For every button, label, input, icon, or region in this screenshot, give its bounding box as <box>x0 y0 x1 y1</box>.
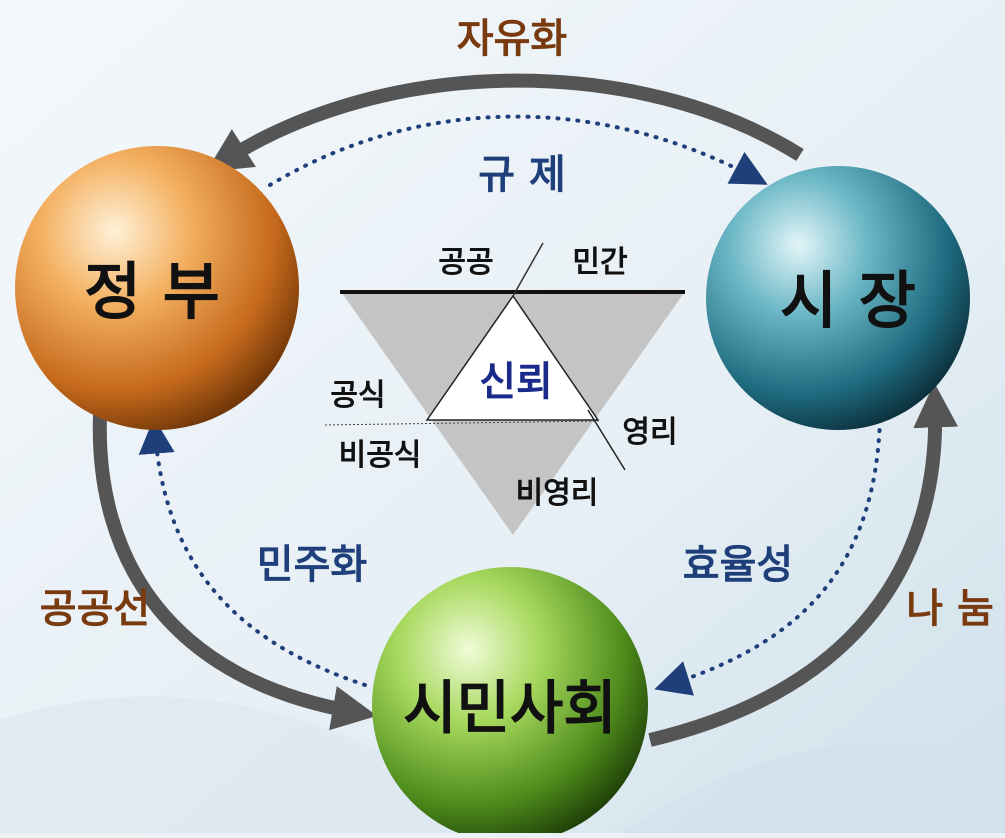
public-label: 공공 <box>438 245 493 280</box>
public-good-label: 공공선 <box>40 586 150 632</box>
arrow-civil-society-to-market <box>648 382 959 747</box>
dotted-arrow-civil-society-to-government <box>138 417 367 687</box>
trust-label: 신뢰 <box>479 359 553 405</box>
government-sphere <box>15 146 299 430</box>
public-private-divider <box>512 242 544 297</box>
arrow-market-to-government <box>206 73 804 173</box>
sharing-label: 나 눔 <box>906 586 994 632</box>
background-swoosh <box>0 696 520 833</box>
government-label: 정 부 <box>84 255 220 328</box>
profit-label: 영리 <box>622 415 677 450</box>
market-sphere <box>706 166 970 430</box>
market-label: 시 장 <box>780 264 916 337</box>
background-swoosh-right <box>620 741 1005 833</box>
civil-society-label: 시민사회 <box>403 674 616 742</box>
civil-society-sphere <box>372 567 648 838</box>
dotted-arrow-market-to-civil-society <box>654 418 882 696</box>
dotted-arrow-government-to-market <box>268 114 768 187</box>
profit-divider <box>587 409 626 471</box>
liberalization-label: 자유화 <box>457 16 568 62</box>
nonprofit-label: 비영리 <box>516 476 599 511</box>
democratization-label: 민주화 <box>257 542 368 588</box>
regulation-label: 규 제 <box>478 152 566 198</box>
formal-informal-divider <box>324 420 599 426</box>
efficiency-label: 효율성 <box>683 542 793 588</box>
private-label: 민간 <box>572 245 628 280</box>
trust-triangle <box>425 294 600 421</box>
arrow-government-to-civil-society <box>92 414 378 731</box>
formal-label: 공식 <box>330 378 385 413</box>
informal-label: 비공식 <box>339 438 422 473</box>
